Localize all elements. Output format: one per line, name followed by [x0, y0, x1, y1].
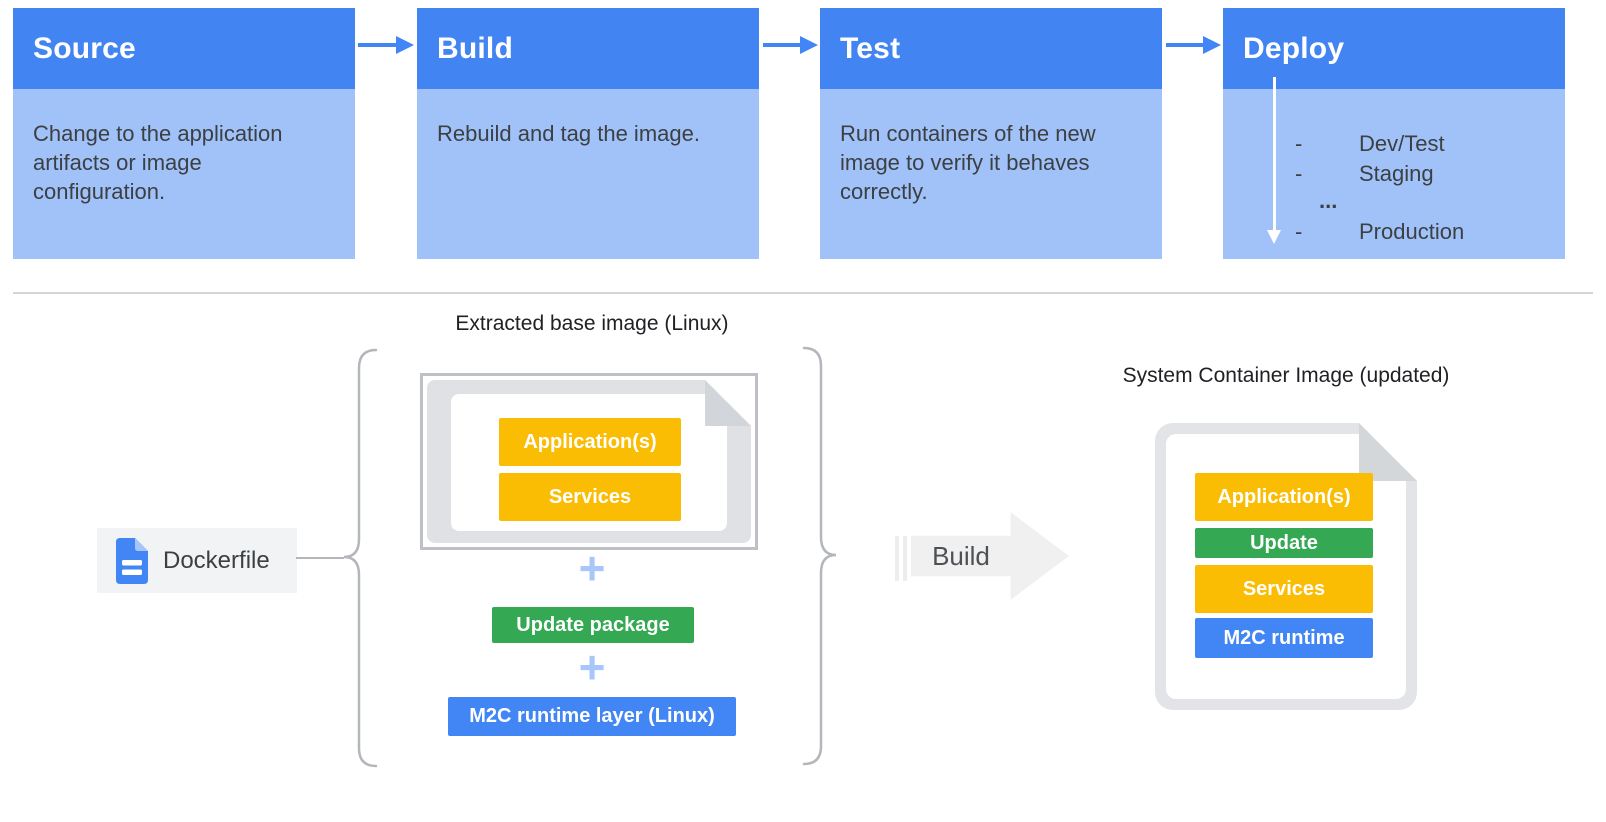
arrow-head [1203, 36, 1221, 54]
plus-icon: + [578, 641, 606, 693]
deploy-env-label: Staging [1359, 161, 1434, 186]
deploy-env-label: Dev/Test [1359, 131, 1445, 156]
stage-card-test: Test Run containers of the new image to … [820, 8, 1162, 259]
left-brace [343, 348, 378, 768]
arrow-shaft [1166, 43, 1205, 47]
arrow-head [800, 36, 818, 54]
stage-body-test: Run containers of the new image to verif… [820, 89, 1162, 259]
stage-card-deploy: Deploy - Dev/Test - Staging ... - Produc… [1223, 8, 1565, 259]
stage-description: Run containers of the new image to verif… [840, 121, 1096, 204]
arrow-right-icon [358, 36, 414, 54]
bullet-dash: - [1295, 131, 1303, 156]
arrow-head [396, 36, 414, 54]
arrow-stripe [903, 536, 907, 581]
stage-title-test: Test [840, 31, 901, 65]
stage-header-deploy: Deploy [1223, 8, 1565, 89]
stage-title-build: Build [437, 31, 513, 65]
arrow-stripe [895, 536, 899, 581]
arrow-shaft [763, 43, 802, 47]
stage-body-build: Rebuild and tag the image. [417, 89, 759, 259]
stage-title-deploy: Deploy [1243, 31, 1345, 65]
update-package-bar: Update package [492, 607, 694, 643]
bullet-dash: - [1295, 219, 1303, 244]
bullet-dash: - [1295, 161, 1303, 186]
deploy-ellipsis-row: ... [1319, 188, 1337, 214]
deploy-env-label: Production [1359, 219, 1465, 244]
layer-applications: Application(s) [1195, 473, 1373, 521]
layer-services: Services [499, 473, 681, 521]
base-image-document [427, 380, 751, 543]
dockerfile-chip: Dockerfile [97, 528, 297, 593]
dockerfile-label: Dockerfile [163, 546, 270, 574]
extracted-base-image-box: Application(s) Services [420, 373, 758, 550]
down-arrow-head [1267, 230, 1281, 244]
stage-header-source: Source [13, 8, 355, 89]
stage-title-source: Source [33, 31, 136, 65]
build-arrow-label: Build [932, 540, 990, 571]
ellipsis: ... [1319, 188, 1338, 213]
layer-m2c-runtime: M2C runtime [1195, 618, 1373, 658]
system-container-image-title: System Container Image (updated) [1122, 364, 1450, 387]
stage-description: Rebuild and tag the image. [437, 121, 700, 146]
right-brace [802, 346, 837, 766]
stage-body-source: Change to the application artifacts or i… [13, 89, 355, 259]
stage-header-build: Build [417, 8, 759, 89]
stage-card-build: Build Rebuild and tag the image. [417, 8, 759, 259]
document-icon [116, 537, 148, 584]
system-container-image-document: Application(s) Update Services M2C runti… [1155, 423, 1417, 710]
connector-line [296, 557, 344, 559]
extracted-base-image-title: Extracted base image (Linux) [455, 312, 729, 335]
stage-description: Change to the application artifacts or i… [33, 121, 283, 204]
m2c-runtime-layer-bar: M2C runtime layer (Linux) [448, 697, 736, 736]
arrow-right-icon [763, 36, 818, 54]
arrow-shaft [358, 43, 398, 47]
layer-applications: Application(s) [499, 418, 681, 466]
stage-card-source: Source Change to the application artifac… [13, 8, 355, 259]
plus-icon: + [578, 542, 606, 594]
arrow-right-icon [1166, 36, 1221, 54]
section-divider [13, 292, 1593, 294]
layer-update: Update [1195, 528, 1373, 558]
stage-header-test: Test [820, 8, 1162, 89]
down-arrow-icon [1273, 77, 1276, 230]
layer-services: Services [1195, 565, 1373, 613]
